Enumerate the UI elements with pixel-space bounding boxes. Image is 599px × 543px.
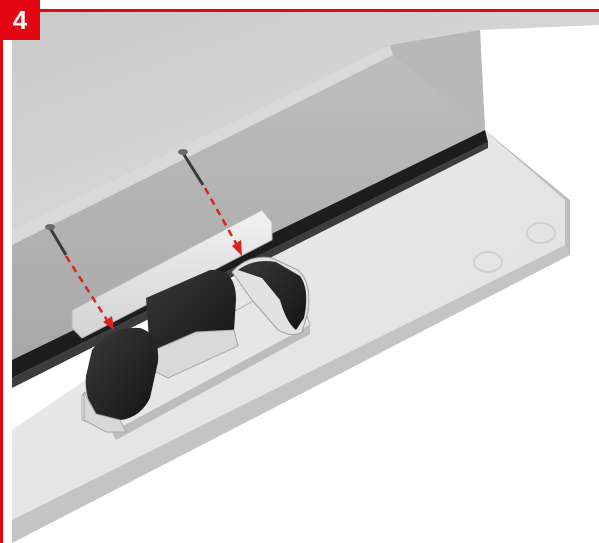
screw-icon [45,149,205,256]
step-number-badge: 4 [0,0,40,40]
frame-top-border [0,9,599,12]
hinge-icon [71,209,311,440]
arrow-icon [64,187,242,330]
frame-left-border [0,9,3,543]
